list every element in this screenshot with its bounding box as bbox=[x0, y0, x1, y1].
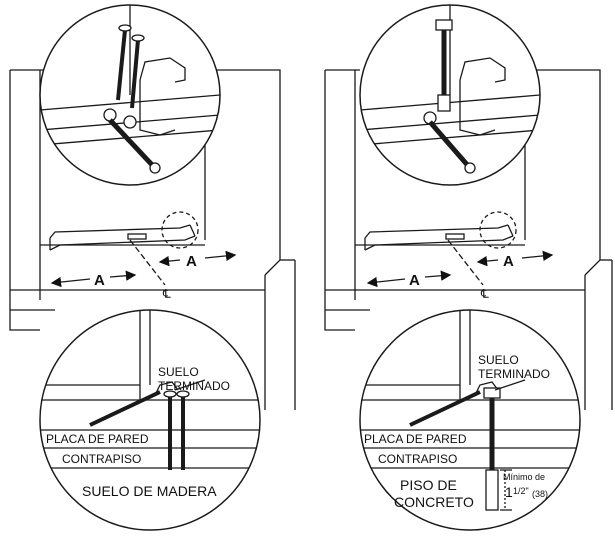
left-top-screws bbox=[103, 24, 161, 174]
left-subfloor-label: CONTRAPISO bbox=[62, 452, 141, 466]
right-cabinet-outline bbox=[324, 69, 613, 410]
left-cabinet-outline bbox=[9, 69, 296, 410]
left-centerline-symbol: ℄ bbox=[162, 287, 171, 301]
right-dimension-lines bbox=[366, 239, 554, 288]
right-minimum-fraction: 1/2" bbox=[513, 486, 529, 496]
right-minimum-label: Mínimo de bbox=[503, 472, 545, 482]
right-finished-floor-label-1: SUELO bbox=[478, 353, 519, 367]
left-wood-floor-label: SUELO DE MADERA bbox=[82, 483, 217, 499]
left-wall-plate-label: PLACA DE PARED bbox=[46, 432, 149, 446]
right-dimension-a-2: A bbox=[503, 253, 514, 270]
right-anti-tip-bracket bbox=[364, 224, 514, 251]
right-bottom-detail bbox=[359, 309, 581, 531]
left-dimension-a-2: A bbox=[186, 253, 197, 270]
right-dimension-a-1: A bbox=[409, 272, 420, 289]
left-detail-callout-circle bbox=[161, 211, 199, 249]
right-wall-plate-label: PLACA DE PARED bbox=[364, 432, 467, 446]
left-dimension-a-1: A bbox=[94, 272, 105, 289]
left-panel bbox=[9, 69, 296, 410]
right-finished-floor-label-2: TERMINADO bbox=[478, 367, 550, 381]
right-top-anchor-bolt bbox=[423, 19, 476, 174]
right-minimum-metric: (38) bbox=[532, 489, 548, 499]
left-dimension-lines bbox=[50, 239, 237, 288]
right-minimum-whole: 1 bbox=[505, 484, 513, 500]
right-subfloor-label: CONTRAPISO bbox=[378, 452, 457, 466]
left-anti-tip-bracket bbox=[49, 224, 196, 251]
left-finished-floor-label-2: TERMINADO bbox=[158, 379, 230, 393]
left-finished-floor-label-1: SUELO bbox=[158, 365, 199, 379]
left-bottom-detail bbox=[39, 309, 261, 531]
right-detail-callout-circle bbox=[479, 211, 517, 249]
right-concrete-floor-label-2: CONCRETO bbox=[394, 494, 474, 510]
right-panel bbox=[324, 69, 613, 410]
right-top-detail bbox=[359, 4, 541, 186]
right-concrete-floor-label-1: PISO DE bbox=[400, 477, 457, 493]
right-centerline-symbol: ℄ bbox=[480, 287, 489, 301]
left-top-detail bbox=[39, 4, 221, 186]
